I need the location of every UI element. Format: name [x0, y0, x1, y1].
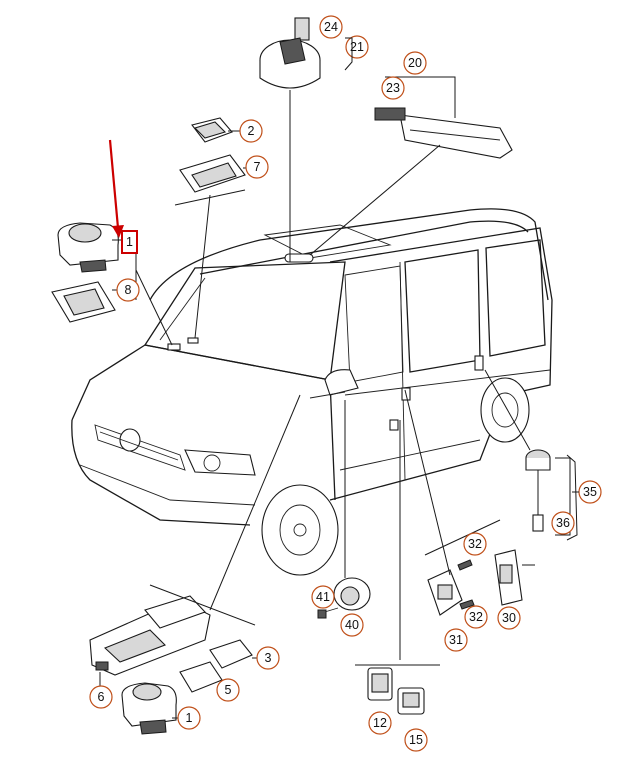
callout-35-label: 35 [583, 485, 597, 499]
callout-40-label: 40 [345, 618, 359, 632]
part-15-switch [397, 687, 425, 715]
callout-5: 5 [216, 678, 240, 702]
callout-31: 31 [444, 628, 468, 652]
callout-35: 35 [578, 480, 602, 504]
callout-32-top-label: 32 [468, 537, 482, 551]
part-3-switch [209, 639, 258, 669]
callout-12-label: 12 [373, 716, 387, 730]
part-2-switch [191, 117, 240, 143]
part-12-switch [355, 420, 440, 701]
callout-7-label: 7 [254, 160, 261, 174]
callout-30-label: 30 [502, 611, 516, 625]
part-6-switch-panel [89, 394, 301, 688]
callout-23: 23 [381, 76, 405, 100]
callout-5-label: 5 [225, 683, 232, 697]
part-5-switch [179, 661, 223, 693]
callout-3-label: 3 [265, 651, 272, 665]
callout-1-bottom: 1 [177, 706, 201, 730]
callout-40: 40 [340, 613, 364, 637]
callout-32-top: 32 [463, 532, 487, 556]
callout-1-bottom-label: 1 [186, 711, 193, 725]
callout-15-label: 15 [409, 733, 423, 747]
part-30-switch [494, 549, 535, 606]
part-35-sensor [484, 369, 571, 536]
part-21-switch [259, 17, 321, 262]
callout-24: 24 [319, 15, 343, 39]
part-40-speaker [317, 400, 371, 619]
callout-8: 8 [116, 278, 140, 302]
part-20-control-unit [309, 76, 513, 256]
part-31-bracket [404, 389, 501, 616]
callout-21: 21 [345, 35, 369, 59]
callout-41-label: 41 [316, 590, 330, 604]
callout-24-label: 24 [324, 20, 338, 34]
callout-20: 20 [403, 51, 427, 75]
part-7-switch-frame [174, 154, 248, 339]
callout-7: 7 [245, 155, 269, 179]
highlight-arrow [108, 139, 124, 238]
callout-2: 2 [239, 119, 263, 143]
callout-30: 30 [497, 606, 521, 630]
callout-32-bottom: 32 [464, 605, 488, 629]
van-illustration [71, 208, 553, 576]
callout-2-label: 2 [248, 124, 255, 138]
callout-12: 12 [368, 711, 392, 735]
callout-6: 6 [89, 685, 113, 709]
callout-20-label: 20 [408, 56, 422, 70]
callout-6-label: 6 [98, 690, 105, 704]
callout-15: 15 [404, 728, 428, 752]
callout-8-label: 8 [125, 283, 132, 297]
part-32-screws [457, 559, 475, 610]
callout-31-label: 31 [449, 633, 463, 647]
callout-1-top-label: 1 [126, 235, 133, 249]
part-1-mirror-switch-bottom [121, 682, 180, 735]
callout-36-label: 36 [556, 516, 570, 530]
callout-32-bottom-label: 32 [469, 610, 483, 624]
callout-21-label: 21 [350, 40, 364, 54]
callout-3: 3 [256, 646, 280, 670]
callout-1-highlighted: 1 [121, 230, 138, 254]
part-1-mirror-switch-top [57, 222, 173, 346]
callout-41: 41 [311, 585, 335, 609]
callout-36: 36 [551, 511, 575, 535]
callout-23-label: 23 [386, 81, 400, 95]
part-8-bezel [51, 281, 120, 323]
